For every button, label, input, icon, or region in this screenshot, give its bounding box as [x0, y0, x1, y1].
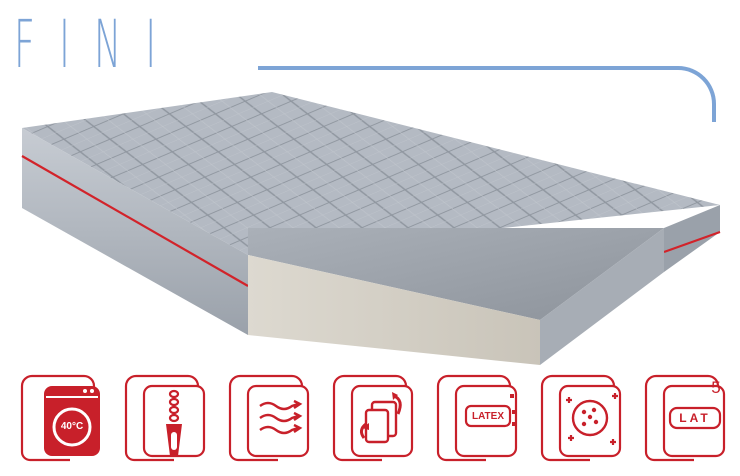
wash-temperature-label: 40°C: [60, 421, 84, 432]
warranty-icon: 5 LAT: [642, 372, 730, 464]
foam-core-top: [248, 228, 664, 320]
anti-allergic-icon: [538, 372, 626, 464]
foam-core-side: [540, 228, 664, 365]
washing-machine-icon: 40°C: [18, 372, 106, 464]
red-stripe-left: [21, 155, 249, 287]
red-stripe-right: [663, 230, 721, 254]
reversible-mattress-icon: [330, 372, 418, 464]
mattress-illustration: [21, 92, 721, 365]
feature-icons-row: 40°C: [18, 372, 728, 468]
latex-icon: LATEX: [434, 372, 522, 464]
mattress-right-side: [664, 205, 720, 272]
breathable-airflow-icon: [226, 372, 314, 464]
foam-core-front: [248, 255, 540, 365]
latex-label: LATEX: [471, 411, 505, 422]
warranty-label: LAT: [679, 411, 711, 425]
title-underline: [258, 66, 678, 70]
warranty-years-number: 5: [711, 378, 721, 397]
mattress-top-surface: [22, 92, 720, 255]
mattress-left-side: [22, 128, 248, 335]
brand-title: FINI: [14, 6, 181, 83]
zipper-icon: [122, 372, 210, 464]
